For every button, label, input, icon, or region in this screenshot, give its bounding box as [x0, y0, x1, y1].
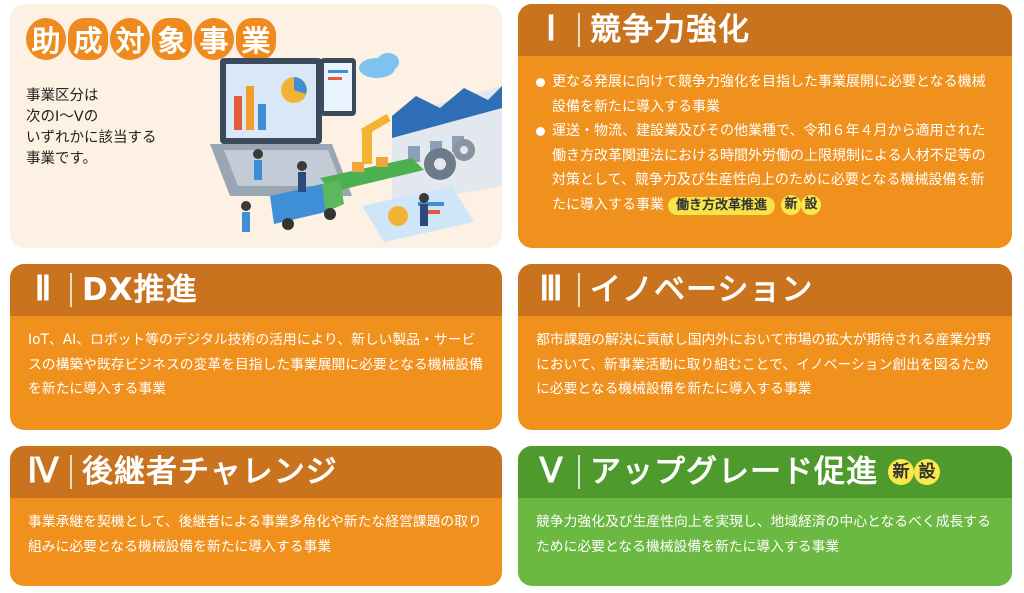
new-badge: 新設	[888, 459, 940, 485]
header-divider	[70, 273, 72, 307]
intro-panel: 助 成 対 象 事 業 事業区分は 次のⅠ～Ⅴの いずれかに該当する 事業です。	[10, 4, 502, 248]
new-badge-char: 設	[801, 194, 822, 215]
new-badge-char: 新	[781, 194, 802, 215]
intro-title: 助 成 対 象 事 業	[26, 18, 276, 60]
category-title: アップグレード促進	[590, 453, 878, 490]
header-divider	[578, 13, 580, 47]
category-title: 後継者チャレンジ	[82, 453, 338, 490]
intro-title-char: 業	[236, 18, 276, 60]
header-divider	[70, 455, 72, 489]
category-number: Ⅱ	[34, 271, 52, 308]
truck-illustration	[270, 180, 344, 230]
new-badge-char: 新	[888, 459, 914, 485]
category-bullet: 更なる発展に向けて競争力強化を目指した事業展開に必要となる機械設備を新たに導入す…	[536, 70, 998, 119]
category-card-4: Ⅳ 後継者チャレンジ 事業承継を契機として、後継者による事業多角化や新たな経営課…	[10, 446, 502, 586]
bullet-text: 更なる発展に向けて競争力強化を目指した事業展開に必要となる機械設備を新たに導入す…	[552, 74, 986, 115]
intro-title-char: 助	[26, 18, 66, 60]
header-divider	[578, 455, 580, 489]
category-body: 事業承継を契機として、後継者による事業多角化や新たな経営課題の取り組みに必要とな…	[28, 514, 482, 555]
category-card-3: Ⅲ イノベーション 都市課題の解決に貢献し国内外において市場の拡大が期待される産…	[518, 264, 1012, 430]
bullet-text: 運送・物流、建設業及びその他業種で、令和６年４月から適用された働き方改革関連法に…	[552, 123, 986, 213]
category-header: Ⅰ 競争力強化	[518, 4, 1012, 56]
category-card-5: Ⅴ アップグレード促進 新設 競争力強化及び生産性向上を実現し、地域経済の中心と…	[518, 446, 1012, 586]
category-number: Ⅳ	[27, 453, 59, 490]
factory-illustration	[210, 53, 502, 242]
intro-title-char: 象	[152, 18, 192, 60]
category-number: Ⅲ	[539, 271, 563, 308]
new-badge-char: 設	[914, 459, 940, 485]
category-number: Ⅰ	[545, 11, 557, 48]
category-header: Ⅲ イノベーション	[518, 264, 1012, 316]
intro-text-line: 次のⅠ～Ⅴの	[26, 109, 99, 125]
intro-text-line: 事業区分は	[26, 88, 99, 104]
header-divider	[578, 273, 580, 307]
laptop-illustration	[210, 58, 352, 196]
category-title: イノベーション	[590, 271, 814, 308]
category-bullet: 運送・物流、建設業及びその他業種で、令和６年４月から適用された働き方改革関連法に…	[536, 119, 998, 217]
intro-text-line: 事業です。	[26, 151, 98, 167]
category-title: 競争力強化	[590, 11, 750, 48]
intro-title-char: 事	[194, 18, 234, 60]
category-header: Ⅴ アップグレード促進 新設	[518, 446, 1012, 498]
category-card-2: Ⅱ DX推進 IoT、AI、ロボット等のデジタル技術の活用により、新しい製品・サ…	[10, 264, 502, 430]
category-body: 競争力強化及び生産性向上を実現し、地域経済の中心となるべく成長するために必要とな…	[536, 514, 991, 555]
category-header: Ⅳ 後継者チャレンジ	[10, 446, 502, 498]
category-body: 都市課題の解決に貢献し国内外において市場の拡大が期待される産業分野において、新事…	[536, 332, 991, 397]
category-body: 更なる発展に向けて競争力強化を目指した事業展開に必要となる機械設備を新たに導入す…	[518, 56, 1012, 217]
intro-title-char: 成	[68, 18, 108, 60]
category-title: DX推進	[82, 271, 198, 308]
category-header: Ⅱ DX推進	[10, 264, 502, 316]
new-badge: 新設	[781, 194, 822, 215]
intro-title-char: 対	[110, 18, 150, 60]
intro-text-line: いずれかに該当する	[26, 130, 157, 146]
category-number: Ⅴ	[539, 453, 563, 490]
work-style-reform-tag: 働き方改革推進	[668, 196, 776, 215]
category-body: IoT、AI、ロボット等のデジタル技術の活用により、新しい製品・サービスの構築や…	[28, 332, 483, 397]
category-card-1: Ⅰ 競争力強化 更なる発展に向けて競争力強化を目指した事業展開に必要となる機械設…	[518, 4, 1012, 248]
intro-text: 事業区分は 次のⅠ～Ⅴの いずれかに該当する 事業です。	[26, 86, 196, 170]
